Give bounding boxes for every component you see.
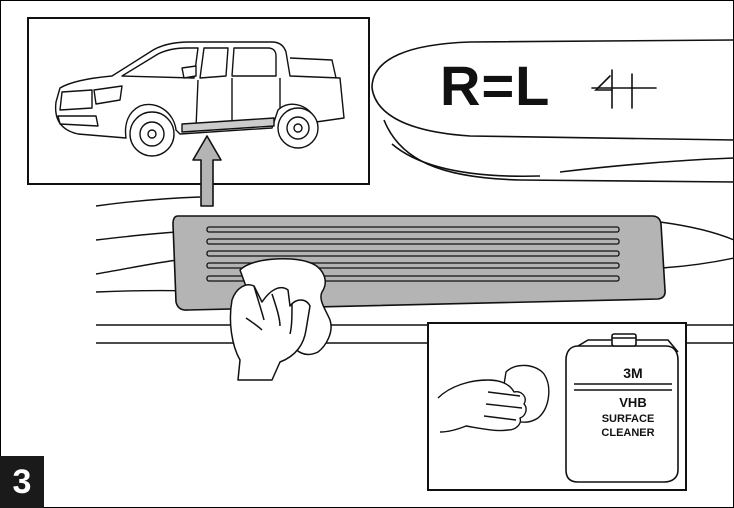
arrow-up-icon xyxy=(192,135,222,207)
side-note-label: R=L xyxy=(440,54,551,117)
truck-illustration xyxy=(54,41,345,157)
can-brand-label: 3M xyxy=(623,365,643,381)
can-line2-label: CLEANER xyxy=(601,427,655,439)
step-number-badge: 3 xyxy=(0,456,44,508)
mirror-panel-drawing xyxy=(371,39,734,183)
two-people-icon xyxy=(591,69,657,109)
hand-wiping-icon xyxy=(229,257,332,381)
can-product-label: VHB xyxy=(619,395,647,410)
can-line1-label: SURFACE xyxy=(601,413,655,425)
cleaner-can-icon xyxy=(565,333,679,483)
hand-with-cloth-icon xyxy=(437,364,550,433)
